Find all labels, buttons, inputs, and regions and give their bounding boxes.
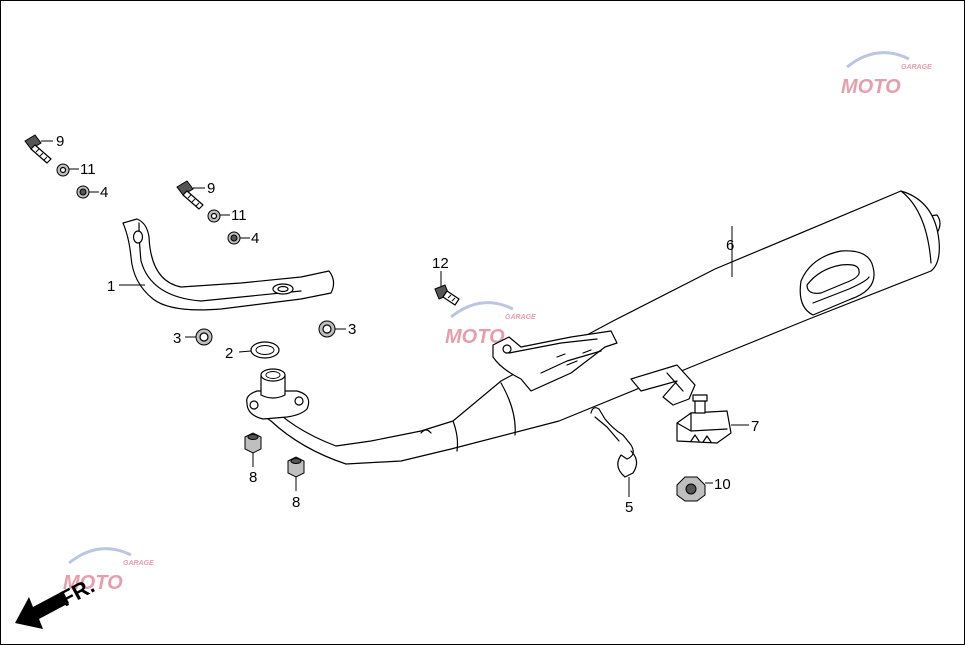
callout-8b: 8 (292, 494, 300, 511)
callout-9b: 9 (207, 180, 215, 197)
watermark-tagline: GARAGE (901, 64, 932, 71)
callout-5: 5 (625, 499, 633, 516)
callout-11b: 11 (231, 207, 247, 224)
spring-clip (590, 407, 638, 478)
bolt-12 (434, 284, 460, 306)
washer-11a (56, 163, 70, 177)
leader-lines (41, 140, 749, 497)
watermark-top-right: MOTO GARAGE (841, 51, 932, 98)
callout-12: 12 (432, 255, 449, 272)
callout-3a: 3 (173, 330, 181, 347)
bolt-9b (176, 180, 204, 210)
pipe-protector (122, 218, 335, 311)
watermark-brand: MOTO (841, 76, 901, 98)
callout-3b: 3 (348, 321, 356, 338)
washer-11b (207, 209, 221, 223)
watermark-brand: MOTO (63, 572, 123, 594)
callout-8a: 8 (249, 469, 257, 486)
callout-1: 1 (107, 278, 115, 295)
callout-4a: 4 (100, 184, 108, 201)
exhaust-flange (246, 368, 310, 420)
nut-10 (676, 476, 706, 502)
callout-10: 10 (714, 476, 731, 493)
callout-7: 7 (751, 418, 759, 435)
callout-6: 6 (726, 237, 734, 254)
watermark-brand: MOTO (445, 326, 505, 348)
watermark-tagline: GARAGE (505, 314, 536, 321)
gasket (250, 341, 280, 359)
grommet-3a (195, 328, 213, 346)
rubber-mount (676, 394, 732, 444)
callout-4b: 4 (251, 230, 259, 247)
collar-4a (76, 185, 90, 199)
callout-labels: 1 2 3 3 4 4 5 6 7 8 8 9 9 10 11 11 12 (56, 133, 759, 516)
grommet-3b (318, 320, 336, 338)
watermark-center: MOTO GARAGE (445, 301, 536, 348)
callout-2: 2 (225, 345, 233, 362)
front-direction-indicator: FR. (15, 573, 99, 629)
callout-9a: 9 (56, 133, 64, 150)
watermark-tagline: GARAGE (123, 560, 154, 567)
collar-4b (227, 231, 241, 245)
front-arrow-icon (15, 591, 69, 629)
bolt-9a (24, 134, 52, 164)
muffler-assembly (252, 190, 941, 465)
watermark-bottom-left: MOTO GARAGE (63, 547, 154, 594)
callout-11a: 11 (80, 161, 96, 178)
nut-8b (287, 456, 305, 478)
nut-8a (244, 432, 262, 454)
